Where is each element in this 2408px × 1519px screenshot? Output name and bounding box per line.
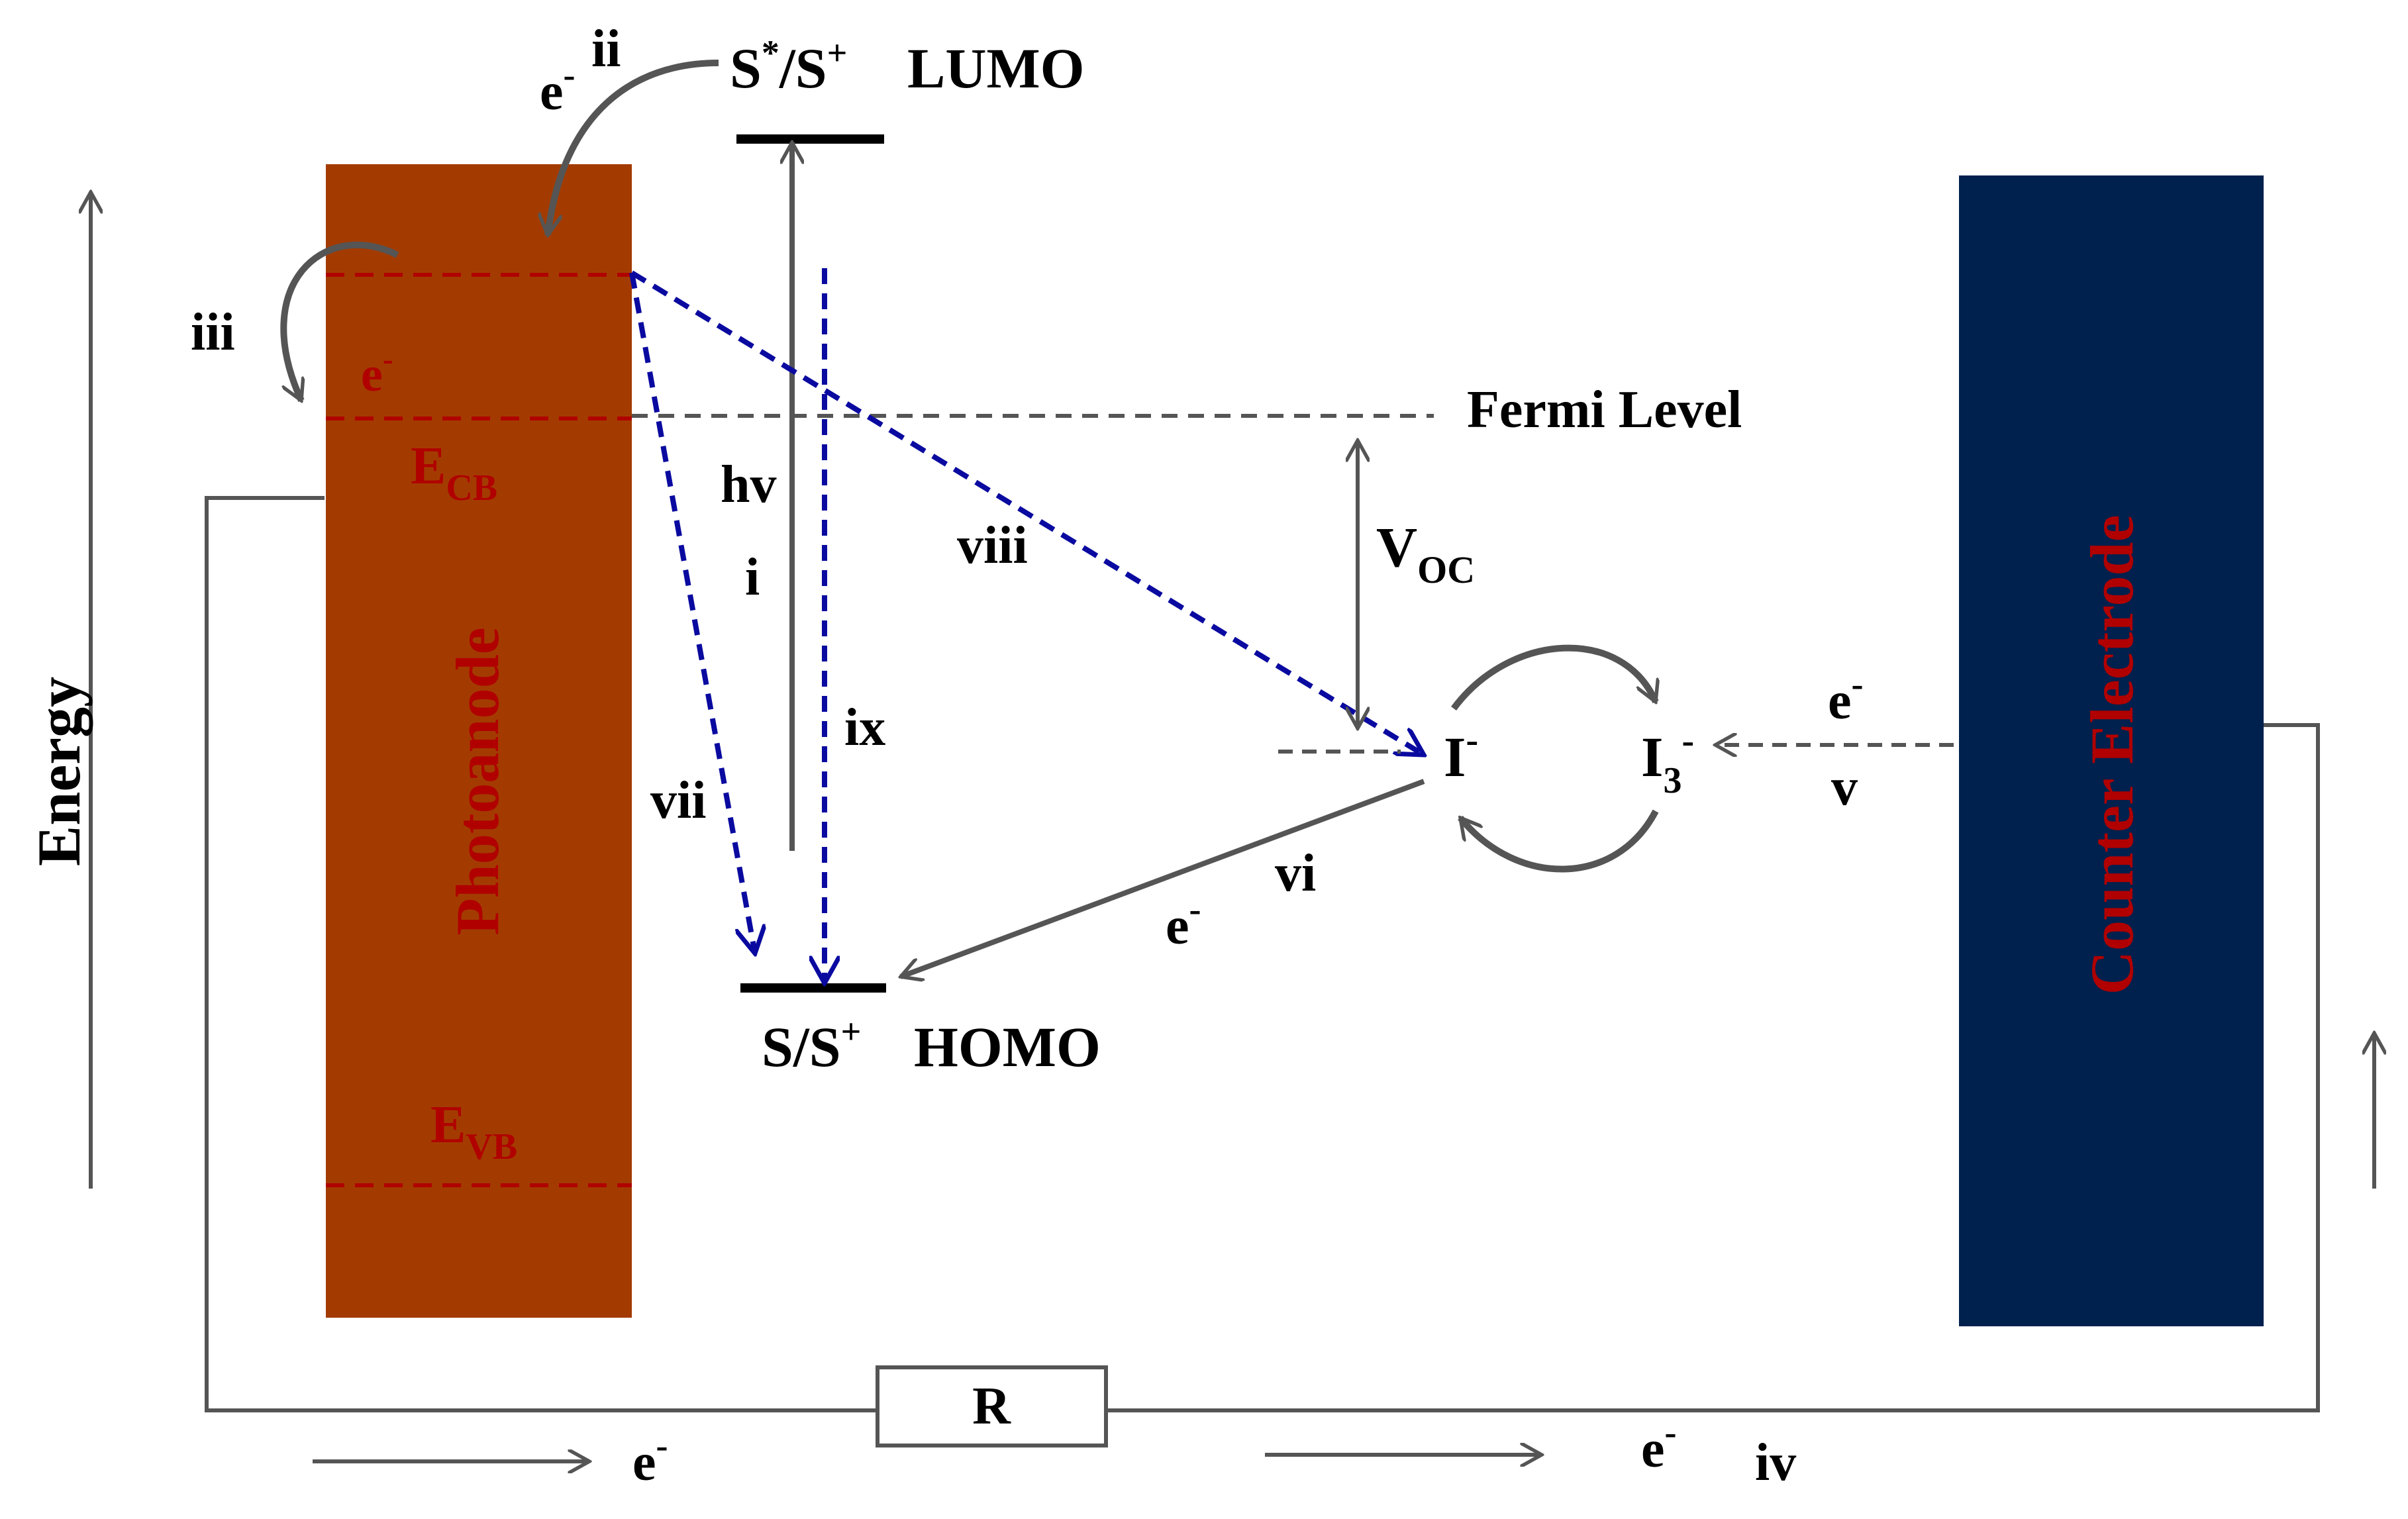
iodide-label: I- bbox=[1444, 720, 1478, 789]
counter-electrode-label: Counter Electrode bbox=[2078, 515, 2146, 995]
step-ii-label: ii bbox=[591, 20, 621, 78]
step-v-electron-label: e- bbox=[1828, 664, 1864, 730]
resistor-label: R bbox=[972, 1377, 1011, 1436]
voc-label: VOC bbox=[1376, 515, 1475, 591]
fermi-level-label: Fermi Level bbox=[1467, 381, 1742, 439]
homo-state-label: S/S+ bbox=[762, 1012, 861, 1079]
step-vii-label: vii bbox=[650, 771, 706, 830]
step-iii-label: iii bbox=[191, 303, 235, 362]
reduction-arrow bbox=[1458, 809, 1659, 873]
photoanode-electron-label: e- bbox=[361, 342, 393, 402]
thermalization-arrow bbox=[280, 241, 399, 401]
lumo-label: LUMO bbox=[907, 36, 1085, 100]
triiodide-label: I3- bbox=[1641, 720, 1694, 801]
photoanode-label: Photoanode bbox=[444, 627, 511, 935]
step-viii-label: viii bbox=[957, 516, 1028, 575]
step-i-label: i bbox=[745, 548, 760, 607]
recombination-to-electrolyte-arrow bbox=[630, 270, 1424, 755]
injection-electron-label: e- bbox=[540, 55, 576, 121]
homo-label: HOMO bbox=[914, 1015, 1101, 1079]
hv-label: hv bbox=[721, 456, 777, 514]
recombination-to-dye-arrow bbox=[629, 272, 755, 954]
circuit-electron-label-left: e- bbox=[632, 1426, 668, 1492]
step-v-label: v bbox=[1831, 758, 1858, 816]
step-vi-electron-label: e- bbox=[1166, 889, 1201, 956]
electron-injection-arrow bbox=[548, 60, 719, 235]
lumo-state-label: S*/S+ bbox=[730, 33, 847, 100]
step-iv-label: iv bbox=[1755, 1434, 1796, 1492]
step-vi-label: vi bbox=[1275, 844, 1316, 903]
resistor bbox=[876, 1365, 1108, 1447]
photoanode bbox=[326, 164, 632, 1318]
step-ix-label: ix bbox=[844, 699, 885, 757]
evb-label: EVB bbox=[430, 1096, 517, 1167]
external-circuit bbox=[205, 496, 2320, 1412]
dye-regeneration-arrow bbox=[901, 779, 1425, 977]
ecb-label: ECB bbox=[411, 437, 497, 509]
circuit-electron-label-right: e- bbox=[1641, 1412, 1677, 1479]
counter-electrode bbox=[1959, 175, 2264, 1326]
energy-label: Energy bbox=[25, 677, 93, 866]
oxidation-arrow bbox=[1450, 644, 1656, 710]
